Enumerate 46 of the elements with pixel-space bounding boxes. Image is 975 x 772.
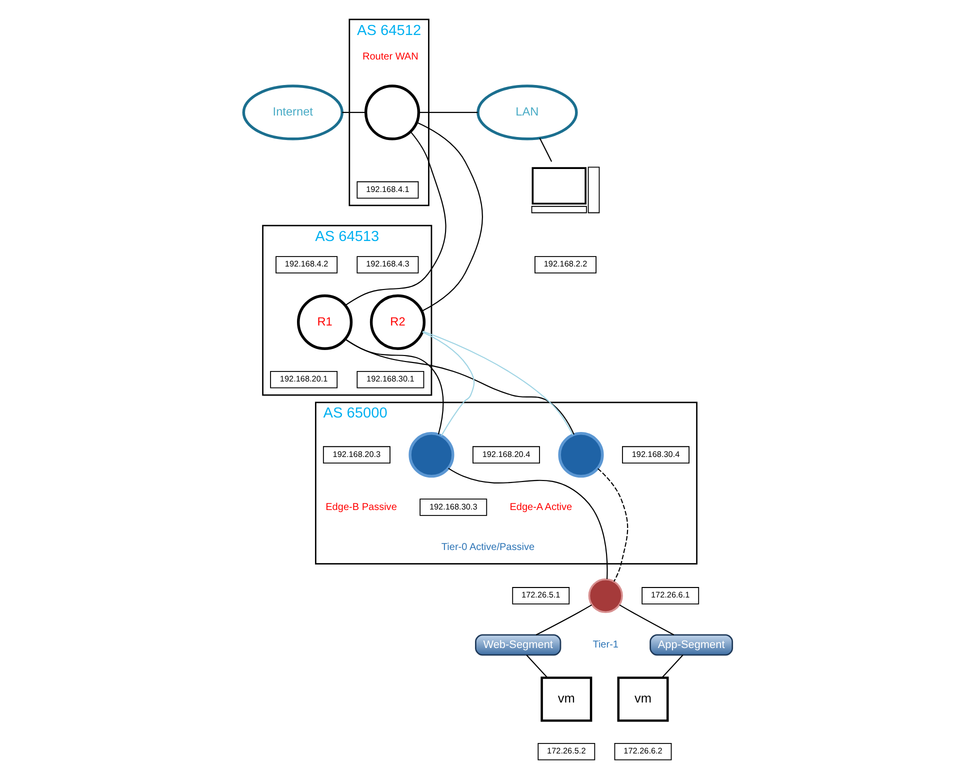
connector [661,654,683,678]
label: Tier-0 Active/Passive [440,542,534,553]
connector [597,468,628,582]
node-circle: R1 [296,294,352,350]
node-circle [408,432,454,478]
node-label: Edge-B Passive [325,502,396,513]
node-box: 192.168.30.1 [356,370,424,388]
node-ellipse: LAN [476,84,578,140]
connector [418,112,478,114]
node-box: 172.26.6.2 [614,742,672,760]
node-box: 192.168.20.3 [322,446,390,464]
node-box: 172.26.5.2 [537,742,595,760]
connector [526,654,548,678]
node-box: App-Segment [649,634,733,656]
node-circle [588,578,622,614]
node-box: 192.168.2.2 [534,256,596,274]
node-box: 192.168.30.3 [419,498,487,516]
node-box: 192.168.4.3 [356,256,418,274]
node-box: 192.168.4.2 [275,256,338,274]
node-box: Web-Segment [474,634,561,656]
node-box: 192.168.20.4 [472,446,540,464]
connector [422,330,573,436]
node-box: 192.168.20.1 [270,370,338,388]
connector [422,332,474,436]
node-label: Edge-A Active [509,502,572,513]
connector [342,112,366,114]
node-label: Tier-1 [592,639,618,650]
node-circle [558,432,604,478]
node-box: 172.26.6.1 [641,587,699,604]
node-ellipse: Internet [242,84,343,140]
connector [344,338,444,434]
node-box: 192.168.4.1 [356,181,418,199]
connector [618,604,674,636]
connector [448,468,608,580]
node-box: vm [540,676,592,722]
node-box: 192.168.30.4 [622,446,689,464]
connector [416,122,482,312]
connector [535,604,592,636]
node-box: vm [616,676,668,722]
connector [344,338,574,435]
connector [538,138,552,162]
connector [344,131,446,306]
node-label: Router WAN [362,51,418,62]
node-circle [364,84,420,140]
node-box: 172.26.5.1 [512,587,570,604]
node-circle: R2 [369,294,426,350]
